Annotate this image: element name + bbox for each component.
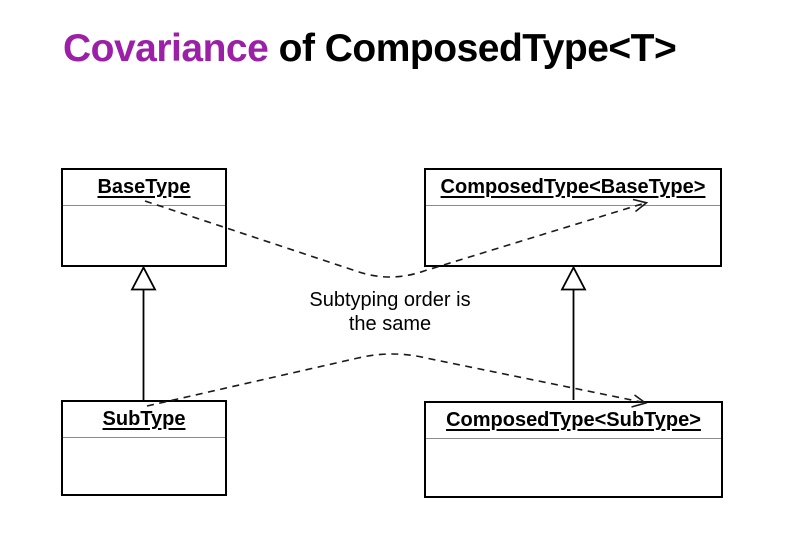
class-box-basetype: BaseType <box>61 168 227 267</box>
dashed-connector <box>146 353 645 407</box>
hollow-triangle-icon <box>560 265 587 291</box>
class-body-composedtype-basetype <box>426 206 720 265</box>
class-name-basetype: BaseType <box>63 170 225 206</box>
title-highlight: Covariance <box>63 27 269 70</box>
hollow-triangle-icon <box>130 265 157 291</box>
annotation-label: Subtyping order is the same <box>280 288 500 336</box>
class-body-subtype <box>63 438 225 494</box>
class-name-composedtype-basetype: ComposedType<BaseType> <box>426 170 720 206</box>
inheritance-arrow-composedsubtype-to-composedbasetype <box>560 265 587 400</box>
class-box-subtype: SubType <box>61 400 227 496</box>
inheritance-arrow-subtype-to-basetype <box>130 265 157 400</box>
class-box-composedtype-basetype: ComposedType<BaseType> <box>424 168 722 267</box>
class-body-basetype <box>63 206 225 265</box>
class-box-composedtype-subtype: ComposedType<SubType> <box>424 401 723 498</box>
annotation-line-2: the same <box>348 313 432 335</box>
class-body-composedtype-subtype <box>426 439 721 496</box>
page-title: Covariance of ComposedType<T> <box>63 27 677 71</box>
annotation-line-1: Subtyping order is <box>309 289 471 311</box>
class-name-subtype: SubType <box>63 402 225 438</box>
title-rest: of ComposedType<T> <box>268 27 677 70</box>
class-name-composedtype-subtype: ComposedType<SubType> <box>426 403 721 439</box>
